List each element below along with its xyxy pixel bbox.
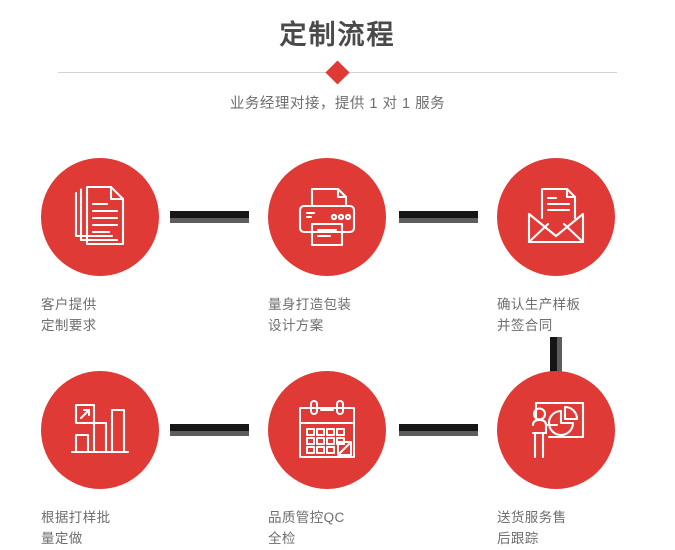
flow-step-5-circle [268, 371, 386, 489]
connector-h-3-shadow [170, 431, 249, 436]
flow-step-6-line1: 送货服务售 [497, 510, 567, 525]
connector-h-3 [170, 424, 249, 436]
calendar-check-icon [294, 397, 360, 463]
flow-step-3-line2: 并签合同 [497, 318, 553, 333]
flow-step-6-circle [497, 371, 615, 489]
flow-step-1[interactable]: 客户提供 定制要求 [20, 158, 180, 336]
connector-h-3-bar [170, 424, 249, 431]
connector-h-4 [399, 424, 478, 436]
flow-step-2-line2: 设计方案 [268, 318, 324, 333]
header: 定制流程 业务经理对接，提供 1 对 1 服务 [0, 0, 675, 114]
connector-v-1 [550, 337, 562, 377]
flow-step-3-caption: 确认生产样板 并签合同 [476, 294, 636, 336]
flow-step-6-line2: 后跟踪 [497, 531, 539, 546]
flow-step-5[interactable]: 品质管控QC 全检 [247, 371, 407, 549]
connector-h-4-shadow [399, 431, 478, 436]
connector-h-4-bar [399, 424, 478, 431]
envelope-letter-icon [523, 184, 589, 250]
flow-step-5-line2: 全检 [268, 531, 296, 546]
flow-step-1-circle [41, 158, 159, 276]
flow-step-4[interactable]: 根据打样批 量定做 [20, 371, 180, 549]
process-flow: 客户提供 定制要求 [0, 148, 675, 550]
connector-h-1-bar [170, 211, 249, 218]
flow-step-2[interactable]: 量身打造包装 设计方案 [247, 158, 407, 336]
flow-step-2-caption: 量身打造包装 设计方案 [247, 294, 407, 336]
flow-step-4-caption: 根据打样批 量定做 [20, 507, 180, 549]
page-title: 定制流程 [279, 20, 396, 50]
flow-step-3-circle [497, 158, 615, 276]
flow-step-1-line2: 定制要求 [41, 318, 97, 333]
connector-h-1 [170, 211, 249, 223]
flow-step-4-circle [41, 371, 159, 489]
documents-stack-icon [67, 184, 133, 250]
flow-step-3[interactable]: 确认生产样板 并签合同 [476, 158, 636, 336]
diamond-icon [325, 59, 350, 85]
flow-step-1-line1: 客户提供 [41, 297, 97, 312]
flow-step-6-caption: 送货服务售 后跟踪 [476, 507, 636, 549]
bar-chart-growth-icon [67, 397, 133, 463]
flow-step-5-caption: 品质管控QC 全检 [247, 507, 407, 549]
header-subtitle: 业务经理对接，提供 1 对 1 服务 [229, 96, 446, 112]
connector-v-1-bar [550, 337, 557, 377]
printer-icon [294, 184, 360, 250]
connector-h-2-bar [399, 211, 478, 218]
connector-h-2-shadow [399, 218, 478, 223]
connector-h-2 [399, 211, 478, 223]
flow-step-4-line2: 量定做 [41, 531, 83, 546]
presenter-pie-chart-icon [523, 397, 589, 463]
flow-step-6[interactable]: 送货服务售 后跟踪 [476, 371, 636, 549]
flow-step-2-circle [268, 158, 386, 276]
connector-v-1-shadow [557, 337, 562, 377]
flow-step-1-caption: 客户提供 定制要求 [20, 294, 180, 336]
connector-h-1-shadow [170, 218, 249, 223]
flow-step-2-line1: 量身打造包装 [268, 297, 352, 312]
flow-step-3-line1: 确认生产样板 [497, 297, 581, 312]
flow-step-5-line1: 品质管控QC [268, 510, 345, 525]
flow-step-4-line1: 根据打样批 [41, 510, 111, 525]
title-divider [0, 59, 675, 85]
